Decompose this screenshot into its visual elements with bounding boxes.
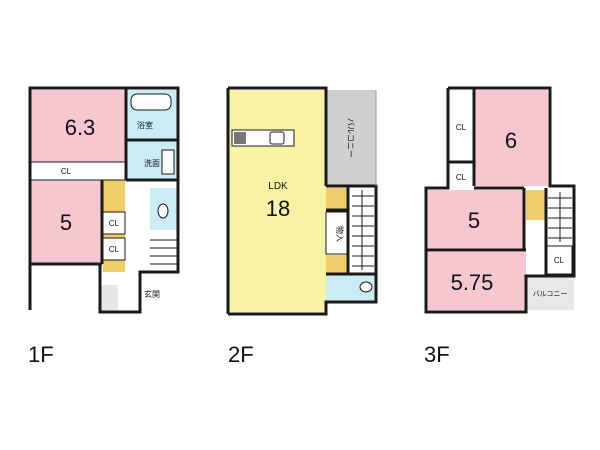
room-label-cl-a: CL — [61, 167, 72, 176]
room-label-cl-e: CL — [456, 173, 467, 182]
room-label-bed-5: 5 — [60, 210, 72, 235]
stair-lines-2f — [352, 190, 374, 270]
room-cl-3f-top — [448, 90, 474, 162]
floor-label-2f: 2F — [228, 342, 254, 367]
room-balcony-2f — [326, 90, 376, 186]
washbasin-icon — [161, 149, 175, 175]
toilet-icon — [157, 203, 169, 219]
room-balcony-3f — [526, 276, 574, 310]
floor-label-1f: 1F — [28, 342, 54, 367]
room-label-bed-6: 6 — [505, 128, 517, 153]
room-ldk — [228, 90, 326, 312]
closet-strip-1f — [29, 161, 127, 181]
walls-3f — [424, 86, 576, 314]
room-label-cl-d: CL — [456, 123, 467, 132]
floor-3f: 6 5 5.75 CL CL CL バルコニー 3F — [424, 86, 576, 367]
room-label-storage: 物入 — [335, 226, 345, 242]
stair-2f-b — [326, 255, 348, 273]
walls-2f — [226, 86, 378, 316]
room-label-ldk-size: 18 — [266, 196, 290, 221]
room-bed-6 — [474, 90, 548, 186]
room-label-cl-c: CL — [109, 245, 120, 254]
room-label-ldk: LDK — [268, 181, 288, 192]
floor-2f: LDK 18 バルコニー 物入 2F — [226, 86, 378, 367]
room-label-wash: 洗面 — [144, 158, 160, 168]
room-bed-6-3 — [30, 90, 126, 162]
room-bed-575 — [426, 252, 526, 310]
room-bed-5 — [30, 180, 102, 264]
floor-1f: 6.3 5 浴室 洗面 CL CL CL 玄関 1F — [28, 86, 180, 367]
room-bed-5b — [426, 190, 524, 250]
stair-1f-flight — [150, 232, 177, 272]
room-label-cl-f: CL — [554, 256, 565, 265]
room-label-bath: 浴室 — [137, 120, 153, 130]
room-label-balcony-3f: バルコニー — [533, 290, 568, 298]
bathtub-icon — [130, 93, 172, 111]
stair-lines-1f — [150, 239, 177, 265]
stove-icon — [234, 132, 246, 144]
sink-icon — [269, 131, 285, 145]
entrance-tile — [100, 285, 118, 312]
floor-label-3f: 3F — [424, 342, 450, 367]
room-label-bed-6-3: 6.3 — [65, 115, 96, 140]
stair-3f — [526, 190, 546, 220]
room-label-entrance: 玄関 — [144, 289, 160, 299]
room-label-bed-5b: 5 — [468, 208, 480, 233]
toilet-icon-2f — [359, 281, 373, 293]
room-label-balcony-2f: バルコニー — [346, 118, 355, 158]
room-cl-3f-small — [545, 245, 573, 275]
stair-lines-3f — [548, 192, 572, 242]
stair-2f — [326, 188, 348, 210]
room-label-bed-575: 5.75 — [451, 270, 494, 295]
walls-1f — [28, 86, 180, 314]
room-label-cl-b: CL — [109, 219, 120, 228]
